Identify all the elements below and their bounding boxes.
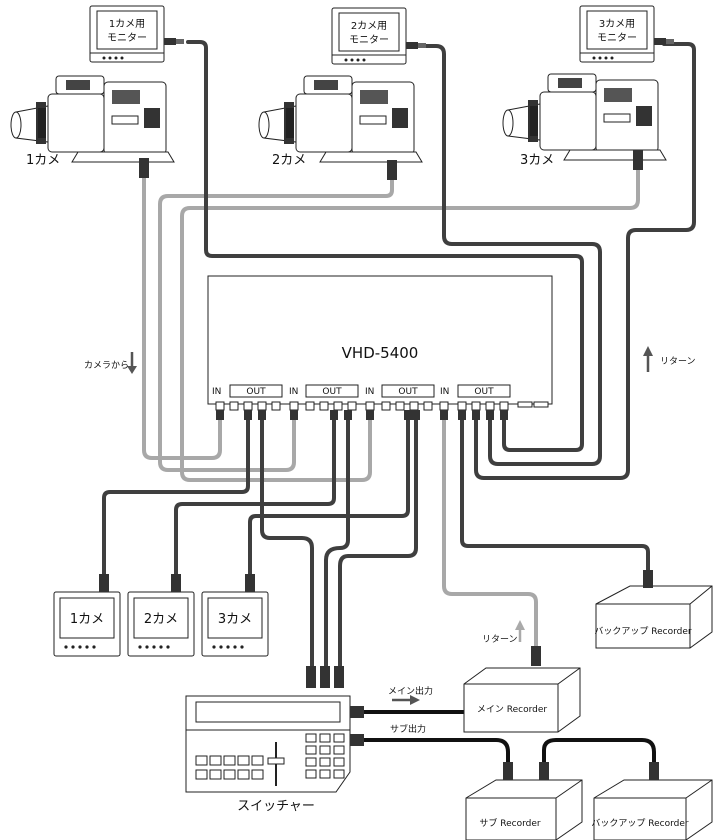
from-camera-label: カメラから (84, 360, 129, 371)
monitor-label-line1: 3カメ用 (599, 18, 635, 30)
cable-switcher-sub-out (360, 738, 510, 764)
camera-label-2: 2カメ (272, 153, 306, 168)
monitor-label-line2: モニター (349, 34, 389, 46)
switcher (185, 666, 364, 793)
cable-cam3-to-in3 (180, 168, 640, 482)
switcher-connectors (306, 666, 364, 746)
recorder-label: バックアップ Recorder (594, 626, 691, 637)
recorder-backup-lower: バックアップ Recorder (591, 762, 713, 840)
cable-sub-to-backup-lower (542, 738, 656, 764)
camera-3 (502, 73, 667, 161)
bottom-monitor-label: 3カメ (218, 612, 252, 627)
vhd-unit: VHD-5400 IN OUT IN OUT IN OUT IN OUT (207, 275, 553, 420)
cable-return-to-main (442, 416, 538, 650)
cable-out-to-monitor3 (474, 42, 696, 480)
top-monitor-2: 2カメ用 モニター (331, 7, 426, 65)
sub-out-label: サブ出力 (390, 723, 426, 735)
cable-out-to-monitor1 (186, 40, 584, 452)
down-arrow-icon (127, 352, 137, 374)
main-out-label: メイン出力 (388, 685, 433, 697)
port-label-in-2: IN (289, 387, 298, 397)
camera-label-1: 1カメ (26, 153, 60, 168)
cable-out-to-monitor2 (416, 44, 602, 466)
port-label-out-3: OUT (398, 387, 418, 397)
right-arrow-icon (392, 695, 420, 705)
camera-label-3: 3カメ (520, 153, 554, 168)
camera-connectors (139, 150, 643, 180)
port-label-out-2: OUT (322, 387, 342, 397)
port-label-in-4: IN (440, 387, 449, 397)
return-label-right: リターン (660, 356, 696, 367)
monitor-label-line1: 2カメ用 (351, 20, 387, 32)
monitor-label-line2: モニター (107, 32, 147, 44)
cable-out-to-bottom-monitor1 (102, 416, 250, 580)
cables (102, 40, 696, 764)
recorder-sub: サブ Recorder (465, 762, 583, 840)
cable-out-to-switcher2 (324, 416, 350, 672)
port-label-out-1: OUT (246, 387, 266, 397)
cable-out-to-bottom-monitor3 (248, 416, 410, 580)
switcher-buttons (195, 733, 345, 780)
bottom-monitor-label: 2カメ (144, 612, 178, 627)
cable-out-to-bottom-monitor2 (174, 416, 336, 580)
port-label-in-1: IN (212, 387, 221, 397)
recorder-label: バックアップ Recorder (591, 818, 688, 829)
switcher-label: スイッチャー (237, 799, 315, 814)
camera-2 (258, 75, 423, 163)
bottom-monitor-1: 1カメ (53, 591, 121, 657)
bottom-monitor-connectors (99, 574, 255, 592)
recorder-backup-upper: バックアップ Recorder (594, 570, 713, 649)
top-monitor-1: 1カメ用 モニター (89, 5, 184, 63)
plugged-connectors (216, 410, 508, 420)
monitor-label-line1: 1カメ用 (109, 18, 145, 30)
cable-out-to-switcher3 (338, 416, 418, 672)
port-label-in-3: IN (365, 387, 374, 397)
bottom-monitor-label: 1カメ (70, 612, 104, 627)
device-name: VHD-5400 (342, 344, 419, 362)
up-arrow-icon-lower (515, 620, 525, 642)
cable-out-to-switcher1 (260, 416, 314, 672)
recorder-label: メイン Recorder (477, 705, 547, 715)
bottom-monitor-3: 3カメ (201, 591, 269, 657)
port-label-out-4: OUT (474, 387, 494, 397)
return-label-lower: リターン (482, 634, 518, 645)
up-arrow-icon (643, 346, 653, 372)
monitor-label-line2: モニター (597, 32, 637, 44)
top-monitor-3: 3カメ用 モニター (579, 5, 674, 63)
recorder-label: サブ Recorder (479, 817, 540, 829)
recorder-main: メイン Recorder (463, 646, 581, 733)
bottom-monitor-2: 2カメ (127, 591, 195, 657)
fader-icon (267, 742, 285, 786)
camera-1 (10, 75, 175, 163)
cable-cam2-to-in2 (158, 178, 394, 472)
cable-out-to-backup-recorder (460, 416, 650, 572)
